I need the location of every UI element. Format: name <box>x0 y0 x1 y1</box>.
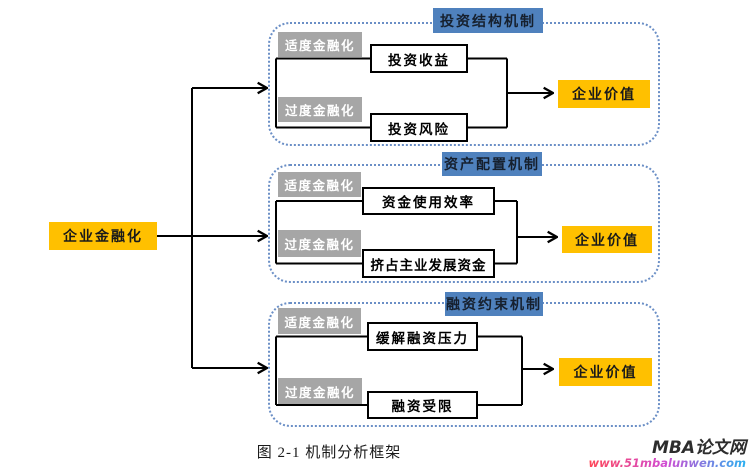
watermark-url: www.51mbalunwen.com <box>588 456 746 471</box>
group-title-asset-allocation: 资产配置机制 <box>442 152 542 176</box>
group-title-financing-constraint: 融资约束机制 <box>445 292 543 316</box>
enterprise-value-node: 企业价值 <box>562 226 652 253</box>
watermark: MBA论文网 www.51mbalunwen.com <box>588 437 746 471</box>
excessive-financialization-label: 过度金融化 <box>278 378 362 404</box>
excessive-financialization-label: 过度金融化 <box>278 97 362 122</box>
excessive-outcome-node: 融资受限 <box>367 391 478 419</box>
moderate-financialization-label: 适度金融化 <box>278 32 362 57</box>
enterprise-value-node: 企业价值 <box>559 358 652 386</box>
moderate-financialization-label: 适度金融化 <box>278 308 361 334</box>
excessive-financialization-label: 过度金融化 <box>278 230 361 257</box>
moderate-outcome-node: 资金使用效率 <box>362 187 495 215</box>
enterprise-value-node: 企业价值 <box>558 80 650 108</box>
excessive-outcome-node: 投资风险 <box>370 113 468 142</box>
moderate-financialization-label: 适度金融化 <box>278 172 361 197</box>
moderate-outcome-node: 缓解融资压力 <box>367 322 478 351</box>
excessive-outcome-node: 挤占主业发展资金 <box>362 249 495 278</box>
root-node-corporate-financialization: 企业金融化 <box>49 222 157 250</box>
figure-caption: 图 2-1 机制分析框架 <box>256 445 402 461</box>
watermark-site-name: MBA论文网 <box>651 437 746 458</box>
group-title-investment-structure: 投资结构机制 <box>433 8 543 33</box>
moderate-outcome-node: 投资收益 <box>370 44 468 73</box>
